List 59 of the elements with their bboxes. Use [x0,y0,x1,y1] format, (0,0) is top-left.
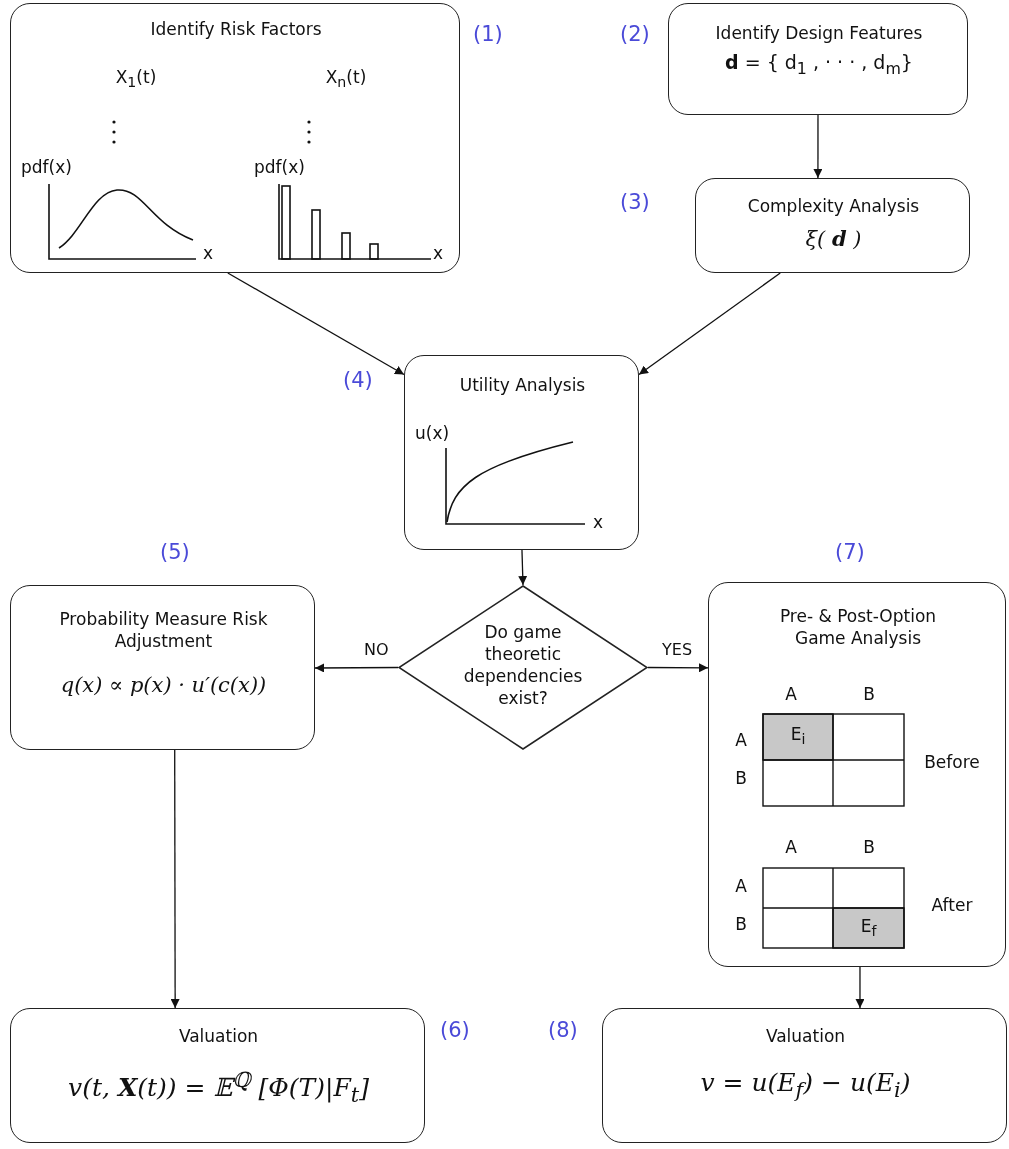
question-text: Do game theoretic dependencies exist? [462,621,584,710]
formula-text: q(x) ∝ p(x) · u′(c(x)) [59,672,268,699]
process-box [668,3,968,115]
step-number: (7) [835,540,865,564]
node-title: Pre- & Post-Option Game Analysis [778,605,938,650]
process-box [404,355,639,550]
node-title: Complexity Analysis [746,195,921,218]
column-header: B [862,683,876,706]
row-header: A [734,729,748,752]
matrix-caption: After [930,894,974,917]
process-box [602,1008,1007,1143]
axis-label: x [593,511,605,534]
column-header: A [784,683,798,706]
arrow [813,114,823,179]
axis-label: X$_{n}$(t) [324,66,368,92]
axis-label: pdf(x) [254,156,306,179]
node-title: Valuation [177,1025,260,1048]
process-box [695,178,970,273]
node-title: Valuation [764,1025,847,1048]
process-box [10,1008,425,1143]
arrow [647,663,709,673]
process-box [10,585,315,750]
formula-text: v(t, X(t)) = 𝔼$^{ℚ}$ [Φ(T)|F$_{t}$] [67,1067,370,1110]
formula-text: v = u(E$_{f}$) − u(E$_{i}$) [699,1067,912,1104]
arrow [227,272,405,376]
matrix-entry: E$_{f}$ [859,915,878,941]
step-number: (4) [343,368,373,392]
matrix-entry: E$_{i}$ [789,723,807,749]
arrow [638,272,781,376]
arrow [170,749,180,1009]
step-number: (1) [473,22,503,46]
axis-label: x [433,242,445,265]
row-header: A [734,875,748,898]
matrix-caption: Before [923,751,981,774]
column-header: B [862,836,876,859]
row-header: B [734,767,748,790]
row-header: B [734,913,748,936]
node-title: Identify Risk Factors [149,18,323,41]
step-number: (8) [548,1018,578,1042]
formula-text: d = { d$_{1}$ , · · · , d$_{m}$} [724,50,914,80]
process-box [10,3,460,273]
axis-label: x [203,242,215,265]
node-title: Identify Design Features [714,22,924,45]
step-number: (3) [620,190,650,214]
axis-label: pdf(x) [21,156,73,179]
decision-diamond [398,585,648,750]
formula-text: ξ( d ) [804,225,863,253]
process-box [708,582,1006,967]
node-title: Probability Measure Risk Adjustment [58,608,269,653]
step-number: (5) [160,540,190,564]
axis-label: X$_{1}$(t) [114,66,158,92]
arrow [518,549,528,586]
column-header: A [784,836,798,859]
step-number: (2) [620,22,650,46]
arrow [314,663,399,673]
axis-label: u(x) [415,422,451,445]
step-number: (6) [440,1018,470,1042]
node-title: Utility Analysis [458,374,587,397]
arrow [855,966,865,1009]
